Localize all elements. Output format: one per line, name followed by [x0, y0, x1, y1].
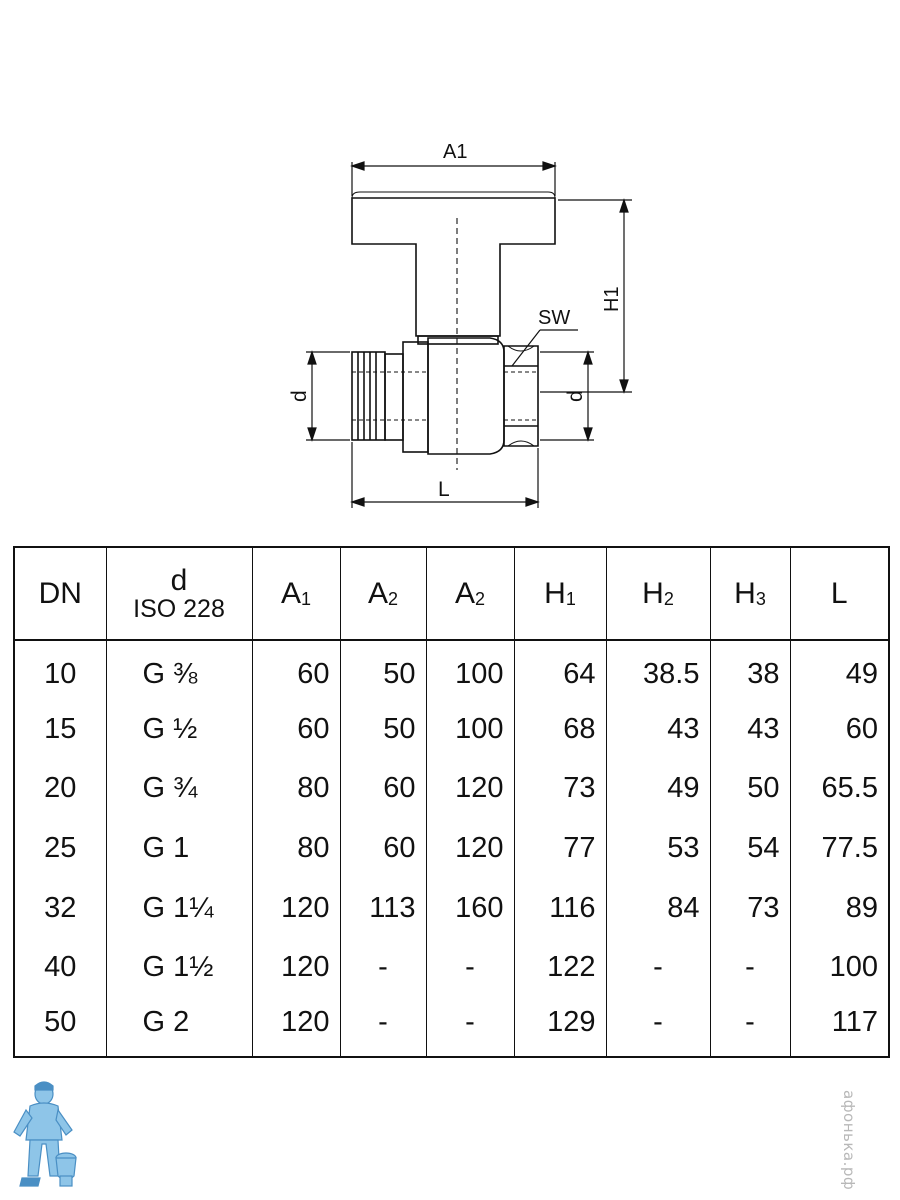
cell-thread: G 2	[105, 997, 253, 1058]
cell-h3: -	[709, 937, 791, 998]
cell-h3: 54	[709, 818, 791, 879]
cell-l: 65.5	[789, 759, 890, 819]
cell-thread: G ⅜	[105, 640, 253, 700]
cell-a1: 60	[251, 699, 341, 760]
col-header-h1: H1	[513, 547, 607, 641]
plumber-mascot-icon	[13, 1081, 77, 1187]
cell-a2: -	[339, 997, 427, 1058]
cell-a2: 113	[339, 878, 427, 938]
cell-h2: 43	[605, 699, 711, 760]
col-header-h3: H3	[709, 547, 791, 641]
cell-a2-second: 160	[425, 878, 515, 938]
cell-l: 100	[789, 937, 890, 998]
cell-h1: 77	[513, 818, 607, 879]
dim-d-right-label: d	[564, 390, 587, 402]
cell-h2: -	[605, 997, 711, 1058]
cell-dn: 25	[13, 818, 107, 879]
cell-dn: 15	[13, 699, 107, 760]
cell-h1: 129	[513, 997, 607, 1058]
cell-a1: 80	[251, 759, 341, 819]
dim-l-label: L	[438, 478, 450, 501]
col-header-l: L	[789, 547, 890, 641]
cell-dn: 32	[13, 878, 107, 938]
cell-dn: 20	[13, 759, 107, 819]
cell-a2: 50	[339, 640, 427, 700]
watermark-text: афонька.рф	[840, 1090, 858, 1191]
col-header-a1: A1	[251, 547, 341, 641]
dim-d-left-label: d	[288, 390, 311, 402]
cell-a2-second: -	[425, 937, 515, 998]
cell-h1: 73	[513, 759, 607, 819]
cell-a2-second: 100	[425, 640, 515, 700]
cell-l: 89	[789, 878, 890, 938]
dim-a1-label: A1	[443, 141, 467, 163]
cell-a1: 120	[251, 937, 341, 998]
cell-dn: 40	[13, 937, 107, 998]
cell-dn: 50	[13, 997, 107, 1058]
ball-valve-drawing: A1 H1 SW d d L	[288, 141, 632, 508]
male-thread	[351, 351, 386, 441]
valve-body	[427, 337, 505, 455]
cell-h1: 116	[513, 878, 607, 938]
cell-a1: 60	[251, 640, 341, 700]
cell-a2-second: 100	[425, 699, 515, 760]
t-handle-outline	[351, 197, 556, 337]
col-header-a2-second: A2	[425, 547, 515, 641]
cell-a2-second: -	[425, 997, 515, 1058]
cell-h3: 73	[709, 878, 791, 938]
cell-h1: 64	[513, 640, 607, 700]
cell-thread: G 1½	[105, 937, 253, 998]
cell-l: 117	[789, 997, 890, 1058]
cell-l: 49	[789, 640, 890, 700]
cell-l: 77.5	[789, 818, 890, 879]
cell-thread: G ½	[105, 699, 253, 760]
cell-h2: -	[605, 937, 711, 998]
dim-h1-label: H1	[601, 286, 623, 312]
cell-a2-second: 120	[425, 818, 515, 879]
dim-sw-label: SW	[538, 307, 570, 329]
cell-h3: 43	[709, 699, 791, 760]
cell-h3: 50	[709, 759, 791, 819]
cell-thread: G ¾	[105, 759, 253, 819]
cell-a2: 50	[339, 699, 427, 760]
hex-female-end	[503, 345, 539, 447]
cell-h3: 38	[709, 640, 791, 700]
cell-l: 60	[789, 699, 890, 760]
cell-a2: 60	[339, 818, 427, 879]
cell-thread: G 1¼	[105, 878, 253, 938]
cell-a1: 120	[251, 878, 341, 938]
col-header-dn: DN	[13, 547, 107, 641]
col-header-h2: H2	[605, 547, 711, 641]
cell-h2: 38.5	[605, 640, 711, 700]
cell-dn: 10	[13, 640, 107, 700]
cell-a2: -	[339, 937, 427, 998]
cell-h3: -	[709, 997, 791, 1058]
cell-h1: 68	[513, 699, 607, 760]
cell-a1: 120	[251, 997, 341, 1058]
cell-h2: 84	[605, 878, 711, 938]
col-header-a2: A2	[339, 547, 427, 641]
cell-a2: 60	[339, 759, 427, 819]
cell-a1: 80	[251, 818, 341, 879]
cell-h2: 53	[605, 818, 711, 879]
cell-a2-second: 120	[425, 759, 515, 819]
cell-h1: 122	[513, 937, 607, 998]
cell-thread: G 1	[105, 818, 253, 879]
cell-h2: 49	[605, 759, 711, 819]
